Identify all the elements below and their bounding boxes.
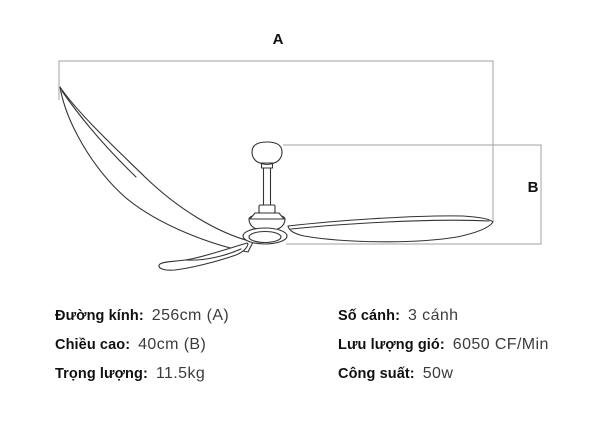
spec-row-diameter: Đường kính: 256cm (A): [55, 306, 229, 326]
dimension-label-b: B: [527, 179, 539, 196]
fan-blade-right-edge-line: [290, 219, 490, 230]
spec-row-height: Chiều cao: 40cm (B): [55, 335, 229, 355]
spec-label-diameter: Đường kính:: [55, 308, 144, 324]
fan-canopy-rim: [259, 162, 275, 166]
fan-blade-right: [287, 215, 494, 243]
spec-value-diameter: 256cm (A): [151, 307, 230, 324]
spec-column-left: Đường kính: 256cm (A) Chiều cao: 40cm (B…: [55, 306, 229, 393]
spec-label-airflow: Lưu lượng gió:: [338, 337, 445, 353]
fan-hub-outer: [242, 227, 288, 245]
fan-downrod: [262, 167, 272, 206]
fan-motor-neck: [249, 212, 285, 220]
fan-blade-bottom-edge-line: [185, 248, 242, 261]
fan-canopy: [251, 141, 283, 164]
spec-value-weight: 11.5kg: [155, 365, 206, 382]
dimension-label-a: A: [272, 31, 284, 48]
spec-label-power: Công suất:: [338, 366, 415, 382]
spec-value-power: 50w: [422, 365, 454, 382]
spec-label-weight: Trọng lượng:: [55, 366, 148, 382]
dimension-a-lines: [58, 60, 494, 222]
spec-label-blade-count: Số cánh:: [338, 308, 401, 324]
spec-value-airflow: 6050 CF/Min: [452, 336, 549, 353]
spec-row-power: Công suất: 50w: [338, 364, 549, 384]
spec-row-airflow: Lưu lượng gió: 6050 CF/Min: [338, 335, 549, 355]
fan-downrod-coupler: [258, 204, 276, 214]
fan-hub-inner: [248, 230, 282, 244]
spec-value-blade-count: 3 cánh: [408, 307, 459, 324]
spec-value-height: 40cm (B): [138, 336, 207, 353]
spec-row-blade-count: Số cánh: 3 cánh: [338, 306, 549, 326]
fan-blade-bottom: [158, 242, 249, 271]
fan-blade-left-edge-line: [61, 90, 137, 178]
spec-row-weight: Trọng lượng: 11.5kg: [55, 364, 229, 384]
fan-blade-left: [59, 86, 254, 253]
spec-label-height: Chiều cao:: [55, 337, 131, 353]
spec-column-right: Số cánh: 3 cánh Lưu lượng gió: 6050 CF/M…: [338, 306, 549, 393]
dimension-b-lines: [283, 144, 542, 245]
